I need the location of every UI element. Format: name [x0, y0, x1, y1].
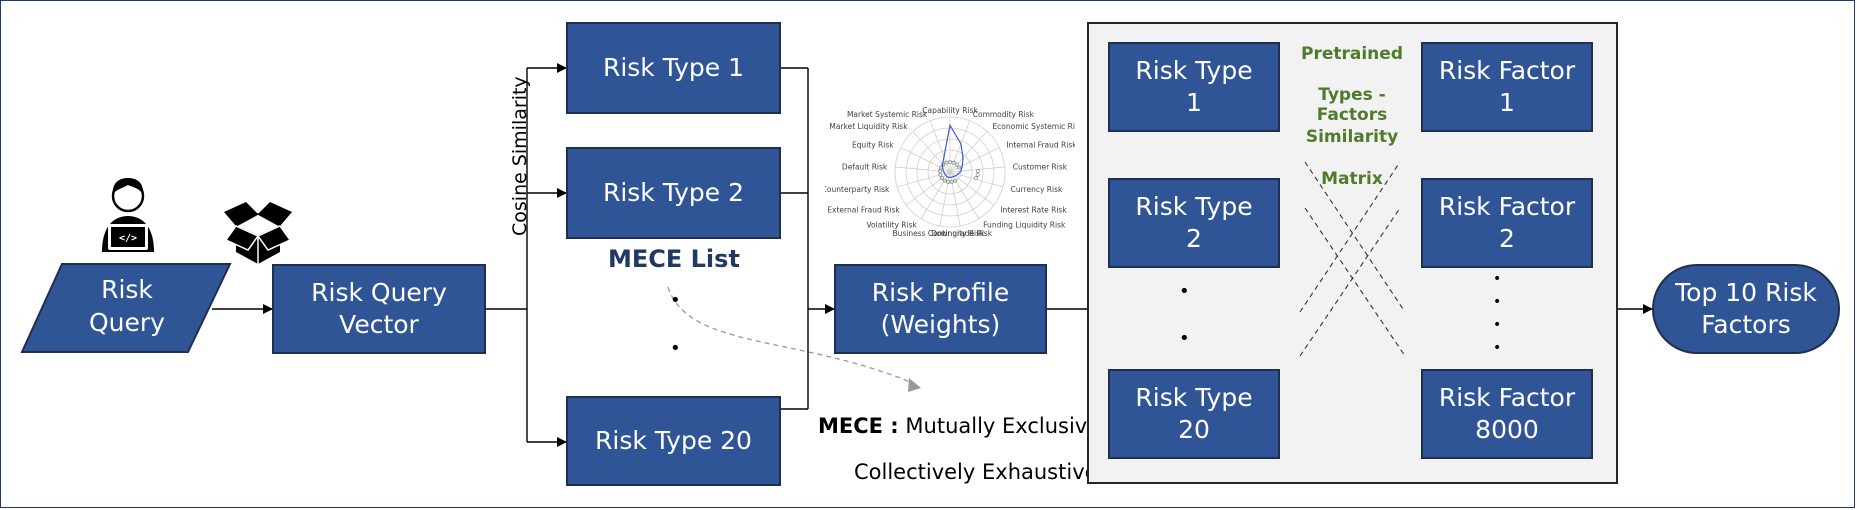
radar-spoke — [912, 131, 951, 173]
radar-axis-label: Counterparty Risk — [825, 185, 890, 194]
ellipsis-dot: • — [1493, 271, 1502, 287]
radar-spoke — [949, 147, 1000, 173]
radar-spoke — [949, 171, 980, 219]
radar-axis-label: External Fraud Risk — [827, 205, 900, 214]
radar-point-marker — [957, 165, 961, 170]
ellipsis-dot: • — [670, 338, 681, 359]
mece-definition-line1: MECE : Mutually Exclusive — [818, 414, 1100, 438]
matrix-title-line: Similarity — [1305, 127, 1399, 147]
open-box-icon — [224, 202, 292, 264]
risk-query-label: Risk Query — [89, 275, 165, 337]
radar-spoke — [929, 120, 951, 173]
radar-point-marker — [974, 176, 978, 180]
radar-spoke — [920, 171, 951, 219]
radar-point-marker — [946, 179, 951, 184]
ellipsis-dot: • — [1179, 281, 1190, 302]
radar-spoke — [949, 171, 995, 206]
ellipsis-dot: • — [1493, 294, 1502, 310]
matrix-risk-factor-1: Risk Factor 1 — [1421, 42, 1593, 132]
svg-text:</>: </> — [119, 233, 137, 244]
radar-spoke — [949, 131, 988, 173]
radar-axis-label: Default Risk — [842, 162, 888, 171]
radar-axis-label: Customer Risk — [1013, 162, 1068, 171]
ellipsis-dot: • — [670, 290, 681, 311]
matrix-risk-factor-2: Risk Factor 2 — [1421, 178, 1593, 268]
radar-spoke — [895, 166, 951, 173]
matrix-risk-type-1: Risk Type 1 — [1108, 42, 1280, 132]
radar-spoke — [896, 171, 951, 188]
radar-point-marker — [951, 160, 956, 165]
radar-axis-label: Funding Liquidity Risk — [983, 221, 1066, 230]
radar-spoke — [905, 171, 951, 206]
matrix-risk-type-20: Risk Type 20 — [1108, 369, 1280, 459]
radar-point-marker — [948, 160, 952, 164]
radar-point-marker — [938, 169, 942, 173]
ellipsis-dot: • — [1179, 328, 1190, 349]
risk-profile-box: Risk Profile (Weights) — [834, 264, 1047, 354]
radar-axis-label: Internal Fraud Risk — [1006, 140, 1075, 149]
mece-abbrev: MECE : — [818, 414, 899, 438]
radar-spoke — [949, 171, 961, 227]
radar-axis-label: Market Liquidity Risk — [829, 122, 908, 131]
radar-axis-label: Economic Systemic Risk — [992, 122, 1075, 131]
risk-query-shape — [20, 263, 232, 353]
risk-type-1-box: Risk Type 1 — [566, 22, 781, 114]
radar-point-marker — [942, 178, 947, 183]
radar-point-marker — [953, 178, 958, 183]
mece-list-label: MECE List — [608, 245, 740, 273]
radar-axis-label: Commodity Risk — [973, 110, 1035, 119]
matrix-risk-factor-8000: Risk Factor 8000 — [1421, 369, 1593, 459]
mece-definition-line2: Collectively Exhaustive — [854, 460, 1098, 484]
radar-axis-label: Currency Risk — [1011, 185, 1063, 194]
radar-axis-label: Downgrade Risk — [931, 229, 993, 238]
radar-point-marker — [938, 172, 943, 177]
radar-point-marker — [976, 169, 980, 173]
radar-point-marker — [954, 162, 959, 167]
radar-axis-label: Market Systemic Risk — [847, 110, 928, 119]
matrix-title-line: Matrix — [1321, 169, 1383, 189]
risk-type-20-box: Risk Type 20 — [566, 396, 781, 486]
radar-spoke — [949, 120, 971, 173]
user-coding-icon: </> — [102, 178, 154, 252]
radar-point-marker — [940, 176, 944, 180]
matrix-risk-type-2: Risk Type 2 — [1108, 178, 1280, 268]
ellipsis-dot: • — [1493, 340, 1502, 356]
radar-point-marker — [949, 179, 954, 184]
radar-spoke — [939, 171, 951, 227]
radar-axis-label: Interest Rate Risk — [1000, 205, 1067, 214]
radar-axis-label: Volatility Risk — [867, 221, 918, 230]
matrix-title-line: Types - Factors — [1316, 85, 1388, 125]
radar-axis-label: Equity Risk — [852, 140, 894, 149]
top-10-risk-factors-box: Top 10 Risk Factors — [1652, 264, 1840, 354]
mece-mutually-exclusive: Mutually Exclusive — [905, 414, 1101, 438]
matrix-title-line: Pretrained — [1301, 44, 1403, 64]
radar-axis-label: Capability Risk — [922, 106, 978, 115]
radar-axis-label: Business Continuity Risk — [892, 229, 985, 238]
risk-query-vector-box: Risk Query Vector — [272, 264, 486, 354]
risk-type-2-box: Risk Type 2 — [566, 147, 781, 239]
radar-spoke — [900, 147, 951, 173]
ellipsis-dot: • — [1493, 317, 1502, 333]
radar-series-line — [941, 123, 964, 179]
radar-point-marker — [944, 160, 949, 165]
radar-point-marker — [975, 172, 980, 177]
